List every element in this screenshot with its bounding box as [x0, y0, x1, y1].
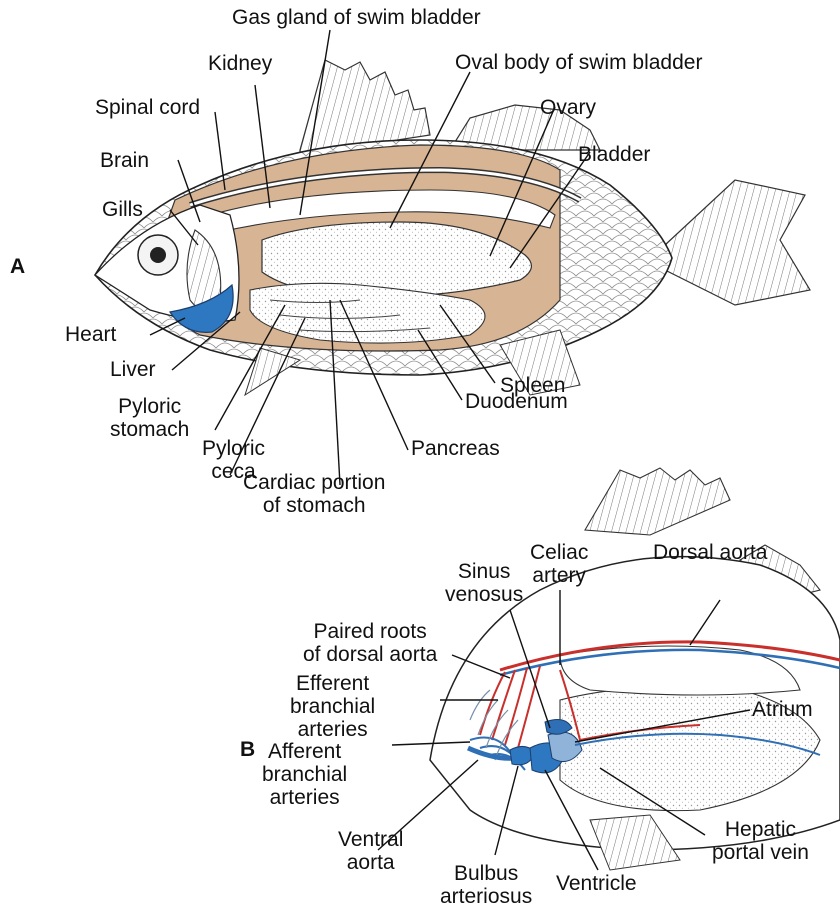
label-oval-body: Oval body of swim bladder [455, 51, 702, 74]
label-gas-gland: Gas gland of swim bladder [232, 6, 481, 29]
label-dorsal-aorta: Dorsal aorta [653, 541, 767, 564]
label-duodenum: Duodenum [465, 390, 568, 413]
label-spinal-cord: Spinal cord [95, 96, 200, 119]
dorsal-fin-b [585, 468, 730, 535]
label-sinus-venosus: Sinus venosus [445, 560, 523, 606]
label-ventricle: Ventricle [556, 872, 637, 895]
label-ovary: Ovary [540, 96, 596, 119]
fish-b [430, 468, 840, 870]
label-liver: Liver [110, 358, 156, 381]
label-paired-roots: Paired roots of dorsal aorta [303, 620, 437, 666]
label-pyloric-stomach: Pyloric stomach [110, 395, 189, 441]
panel-label-a: A [10, 255, 25, 279]
label-kidney: Kidney [208, 52, 272, 75]
tail-fin-a [665, 180, 810, 305]
label-gills: Gills [102, 198, 143, 221]
label-pancreas: Pancreas [411, 437, 500, 460]
label-bladder: Bladder [578, 143, 650, 166]
label-efferent-branchial: Efferent branchial arteries [290, 672, 375, 741]
label-heart: Heart [65, 323, 116, 346]
label-hepatic-portal-vein: Hepatic portal vein [712, 818, 809, 864]
label-afferent-branchial: Afferent branchial arteries [262, 740, 347, 809]
label-atrium: Atrium [752, 698, 813, 721]
label-brain: Brain [100, 149, 149, 172]
panel-label-b: B [240, 738, 255, 762]
label-bulbus-arteriosus: Bulbus arteriosus [440, 862, 532, 908]
label-cardiac-stomach: Cardiac portion of stomach [243, 471, 385, 517]
label-ventral-aorta: Ventral aorta [338, 828, 403, 874]
label-celiac-artery: Celiac artery [530, 541, 588, 587]
